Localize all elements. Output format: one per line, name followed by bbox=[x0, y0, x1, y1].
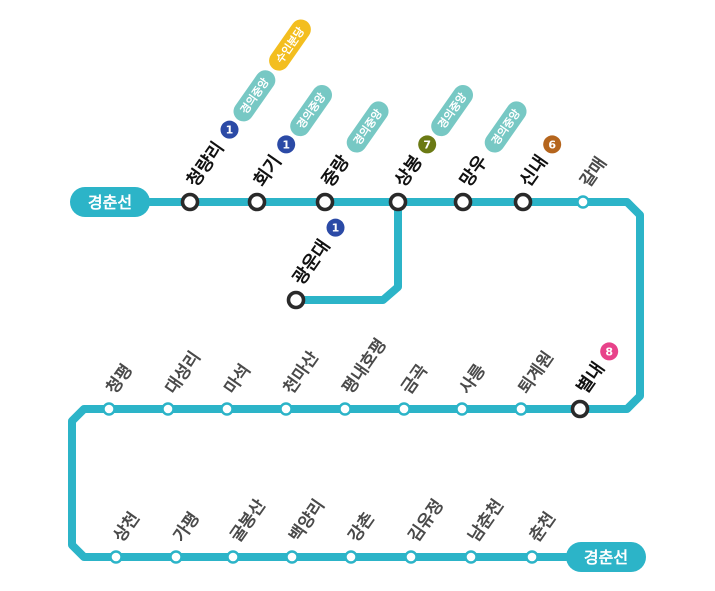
line-badge-1: 1 bbox=[326, 218, 345, 237]
line-badge-6: 6 bbox=[543, 135, 562, 154]
line-chip: 경의중앙 bbox=[290, 85, 332, 137]
station-marker[interactable] bbox=[397, 402, 411, 416]
station-marker-transfer[interactable] bbox=[513, 192, 533, 212]
station-marker-transfer[interactable] bbox=[286, 290, 306, 310]
station-marker[interactable] bbox=[285, 550, 299, 564]
terminal-end[interactable]: 경춘선 bbox=[566, 542, 646, 572]
station-name: 사릉 bbox=[456, 360, 491, 397]
line-badge-number: 1 bbox=[282, 138, 290, 151]
line-badge-7: 7 bbox=[418, 135, 437, 154]
station-name: 광운대 bbox=[289, 236, 335, 289]
line-badge-number: 6 bbox=[548, 138, 556, 151]
station-name: 회기 bbox=[250, 152, 286, 191]
line-badge-1: 1 bbox=[220, 120, 239, 139]
station-pyeongnaehopyeong[interactable]: 평내호평 bbox=[338, 335, 391, 416]
station-marker-transfer[interactable] bbox=[570, 399, 590, 419]
station-marker[interactable] bbox=[525, 550, 539, 564]
line-badge-number: 8 bbox=[605, 345, 613, 358]
station-cheonmasan[interactable]: 천마산 bbox=[279, 348, 324, 416]
line-chip: 수인분당 bbox=[269, 19, 311, 71]
station-name: 강촌 bbox=[345, 508, 380, 545]
gwangundae-branch-line bbox=[292, 198, 402, 304]
station-name: 금곡 bbox=[398, 360, 433, 397]
station-gimyujeong[interactable]: 김유정 bbox=[404, 496, 448, 564]
station-toegyewon[interactable]: 퇴계원 bbox=[514, 348, 558, 416]
line-chip: 경의중앙 bbox=[431, 85, 473, 137]
station-name: 청량리 bbox=[183, 138, 229, 191]
station-name: 중랑 bbox=[318, 151, 354, 191]
station-marker[interactable] bbox=[338, 402, 352, 416]
station-marker[interactable] bbox=[404, 550, 418, 564]
line-badge-number: 1 bbox=[332, 222, 340, 235]
station-marker[interactable] bbox=[161, 402, 175, 416]
station-marker[interactable] bbox=[220, 402, 234, 416]
station-name: 상봉 bbox=[391, 152, 427, 191]
station-name: 퇴계원 bbox=[515, 348, 558, 398]
station-name: 춘천 bbox=[526, 509, 560, 546]
station-name: 신내 bbox=[516, 152, 552, 191]
station-marker-transfer[interactable] bbox=[180, 192, 200, 212]
station-marker[interactable] bbox=[109, 550, 123, 564]
station-namchuncheon[interactable]: 남춘천 bbox=[464, 496, 508, 564]
station-name: 상천 bbox=[110, 509, 144, 546]
station-marker[interactable] bbox=[344, 550, 358, 564]
station-marker[interactable] bbox=[464, 550, 478, 564]
stations-layer: 청량리1경의중앙수인분당회기1경의중앙중랑경의중앙상봉7경의중앙망우경의중앙신내… bbox=[102, 16, 619, 564]
line-badge-number: 7 bbox=[423, 138, 431, 151]
station-baegyangni[interactable]: 백양리 bbox=[285, 496, 329, 564]
gyeongchun-main-line bbox=[68, 198, 644, 561]
station-marker-transfer[interactable] bbox=[388, 192, 408, 212]
line-chip: 경의중앙 bbox=[484, 101, 527, 153]
station-name: 남춘천 bbox=[465, 496, 508, 546]
line-badge-number: 1 bbox=[226, 124, 234, 137]
terminal-end-label: 경춘선 bbox=[584, 548, 628, 567]
station-name: 마석 bbox=[221, 361, 255, 398]
station-marker-transfer[interactable] bbox=[315, 192, 335, 212]
station-name: 갈매 bbox=[577, 154, 611, 191]
station-name: 가평 bbox=[170, 509, 204, 546]
station-marker[interactable] bbox=[514, 402, 528, 416]
station-name: 별내 bbox=[573, 359, 609, 398]
terminal-start[interactable]: 경춘선 bbox=[70, 187, 150, 217]
line-chip: 경의중앙 bbox=[346, 101, 389, 153]
station-daeseongni[interactable]: 대성리 bbox=[161, 348, 205, 416]
line-badge-1: 1 bbox=[277, 135, 296, 154]
station-name: 대성리 bbox=[162, 348, 205, 398]
station-name: 김유정 bbox=[405, 496, 448, 546]
station-name: 평내호평 bbox=[339, 335, 391, 398]
station-marker[interactable] bbox=[279, 402, 293, 416]
station-marker[interactable] bbox=[576, 195, 590, 209]
terminal-start-label: 경춘선 bbox=[88, 193, 132, 212]
line-badge-8: 8 bbox=[600, 342, 619, 361]
station-marker-transfer[interactable] bbox=[453, 192, 473, 212]
station-name: 천마산 bbox=[280, 348, 324, 398]
station-marker[interactable] bbox=[102, 402, 116, 416]
station-marker[interactable] bbox=[455, 402, 469, 416]
station-marker[interactable] bbox=[169, 550, 183, 564]
station-marker[interactable] bbox=[226, 550, 240, 564]
station-name: 백양리 bbox=[286, 496, 329, 546]
station-marker-transfer[interactable] bbox=[247, 192, 267, 212]
station-name: 망우 bbox=[456, 152, 492, 191]
station-name: 청평 bbox=[102, 360, 137, 398]
station-gulbongsan[interactable]: 굴봉산 bbox=[226, 496, 271, 564]
station-name: 굴봉산 bbox=[227, 496, 271, 546]
line-chip: 경의중앙 bbox=[233, 70, 276, 122]
